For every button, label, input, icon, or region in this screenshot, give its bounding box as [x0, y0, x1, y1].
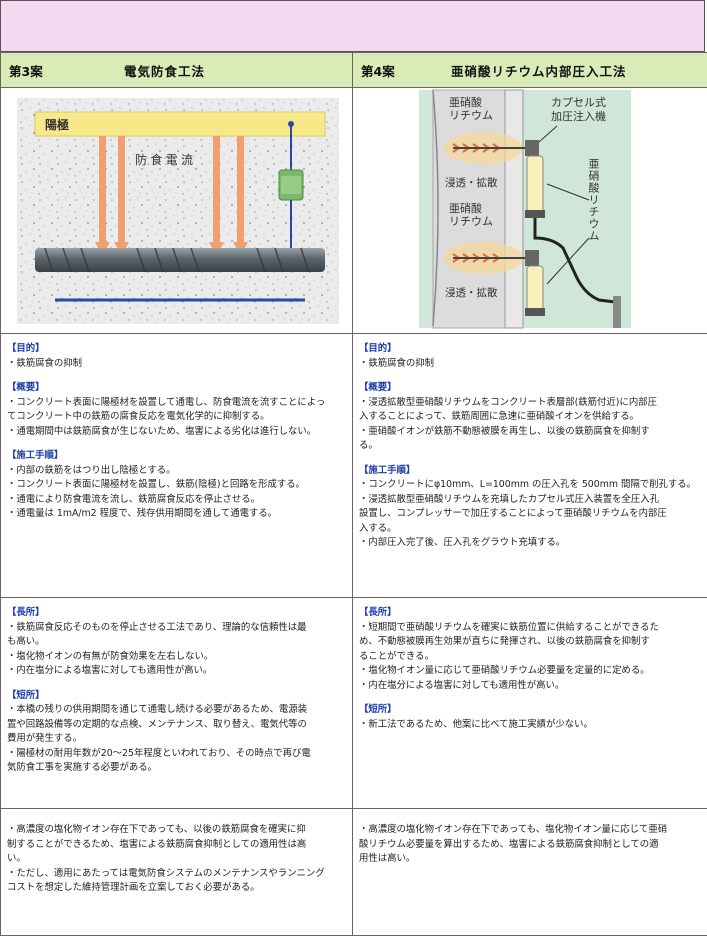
option3-figure-cell: 陽極 防 食 電 流	[1, 88, 353, 334]
option3-evaluation-line: 制することができるため、塩害による鉄筋腐食抑制としての適用性は高	[7, 838, 344, 853]
option3-pros-cons-cell: 【長所】 ・鉄筋腐食反応そのものを停止させる工法であり、理論的な信頼性は最 も高…	[1, 598, 353, 809]
option3-merits-line: も高い。	[7, 635, 344, 650]
capsule-label-1: カプセル式	[551, 96, 606, 109]
nitrite-label-1b: リチウム	[449, 109, 493, 122]
option4-merits-line: ・内在塩分による塩害に対しても適用性が高い。	[359, 679, 699, 694]
comparison-table: 第3案 電気防食工法 第4案 亜硝酸リチウム内部圧入工法	[0, 52, 707, 936]
nitrite-label-2b: リチウム	[449, 215, 493, 228]
option3-procedure-line: ・内部の鉄筋をはつり出し陰極とする。	[7, 464, 344, 479]
protection-current-label: 防 食 電 流	[135, 152, 193, 167]
option4-number: 第4案	[361, 61, 421, 80]
option3-merits-line: ・内在塩分による塩害に対しても適用性が高い。	[7, 664, 344, 679]
option4-merits-line: め、不動態被膜再生効果が直ちに発揮され、以後の鉄筋腐食を抑制す	[359, 635, 699, 650]
option3-demerits-line: 置や回路設備等の定期的な点検、メンテナンス、取り替え、電気代等の	[7, 718, 344, 733]
option3-demerits-line: ・陽極材の耐用年数が20～25年程度といわれており、その時点で再び電	[7, 747, 344, 762]
option4-purpose-line: ・鉄筋腐食の抑制	[359, 357, 699, 372]
pros-cons-row: 【長所】 ・鉄筋腐食反応そのものを停止させる工法であり、理論的な信頼性は最 も高…	[1, 598, 707, 809]
option4-overview-line: ・亜硝酸イオンが鉄筋不動態被膜を再生し、以後の鉄筋腐食を抑制す	[359, 425, 699, 440]
option4-evaluation-cell: ・高濃度の塩化物イオン存在下であっても、塩化物イオン量に応じて亜硝 酸リチウム必…	[353, 809, 707, 936]
permeation-label-1: 浸透・拡散	[445, 176, 498, 189]
option3-evaluation-line: コストを想定した維持管理計画を立案しておく必要がある。	[7, 881, 344, 896]
option3-evaluation-line: ・ただし、適用にあたっては電気防食システムのメンテナンスやランニング	[7, 867, 344, 882]
option4-procedure-label: 【施工手順】	[359, 464, 699, 479]
option4-overview-line: ・浸透拡散型亜硝酸リチウムをコンクリート表層部(鉄筋付近)に内部圧	[359, 396, 699, 411]
overview-row: 【目的】 ・鉄筋腐食の抑制 【概要】 ・コンクリート表面に陽極材を設置して通電し…	[1, 334, 707, 598]
option3-evaluation-cell: ・高濃度の塩化物イオン存在下であっても、以後の鉄筋腐食を確実に抑 制することがで…	[1, 809, 353, 936]
option4-procedure-line: 設置し、コンプレッサーで加圧することによって亜硝酸リチウムを内部圧	[359, 507, 699, 522]
option4-merits-label: 【長所】	[359, 606, 699, 621]
option4-overview-label: 【概要】	[359, 381, 699, 396]
option4-evaluation-line: ・高濃度の塩化物イオン存在下であっても、塩化物イオン量に応じて亜硝	[359, 823, 699, 838]
option3-overview-label: 【概要】	[7, 381, 344, 396]
permeation-label-2: 浸透・拡散	[445, 286, 498, 299]
option3-overview-line: てコンクリート中の鉄筋の腐食反応を電気化学的に抑制する。	[7, 410, 344, 425]
option4-overview-line: 入することによって、鉄筋周囲に急速に亜硝酸イオンを供給する。	[359, 410, 699, 425]
figure-row: 陽極 防 食 電 流	[1, 88, 707, 334]
option4-title: 亜硝酸リチウム内部圧入工法	[451, 61, 627, 80]
option3-merits-line: ・鉄筋腐食反応そのものを停止させる工法であり、理論的な信頼性は最	[7, 621, 344, 636]
option3-demerits-line: 費用が発生する。	[7, 732, 344, 747]
top-title-band	[0, 0, 705, 52]
header-row: 第3案 電気防食工法 第4案 亜硝酸リチウム内部圧入工法	[1, 53, 707, 88]
option3-evaluation-line: ・高濃度の塩化物イオン存在下であっても、以後の鉄筋腐食を確実に抑	[7, 823, 344, 838]
option4-purpose-label: 【目的】	[359, 342, 699, 357]
option3-procedure-line: ・コンクリート表面に陽極材を設置し、鉄筋(陰極)と回路を形成する。	[7, 478, 344, 493]
option3-evaluation-line: い。	[7, 852, 344, 867]
option3-merits-label: 【長所】	[7, 606, 344, 621]
option4-overview-line: る。	[359, 439, 699, 454]
anode-bar	[35, 112, 325, 136]
nitrite-label-2a: 亜硝酸	[449, 201, 482, 215]
option4-demerits-line: ・新工法であるため、他案に比べて施工実績が少ない。	[359, 718, 699, 733]
option4-demerits-label: 【短所】	[359, 703, 699, 718]
option3-header: 第3案 電気防食工法	[1, 53, 353, 88]
capsule-label-2: 加圧注入機	[551, 109, 606, 123]
option4-procedure-line: ・浸透拡散型亜硝酸リチウムを充填したカプセル式圧入装置を全圧入孔	[359, 493, 699, 508]
option4-overview-cell: 【目的】 ・鉄筋腐食の抑制 【概要】 ・浸透拡散型亜硝酸リチウムをコンクリート表…	[353, 334, 707, 598]
option3-procedure-line: ・通電により防食電流を流し、鉄筋腐食反応を停止させる。	[7, 493, 344, 508]
option3-merits-line: ・塩化物イオンの有無が防食効果を左右しない。	[7, 650, 344, 665]
option4-procedure-line: ・コンクリートにφ10mm、L=100mm の圧入孔を 500mm 間隔で削孔す…	[359, 478, 699, 493]
option3-number: 第3案	[9, 61, 69, 80]
option4-evaluation-line: 酸リチウム必要量を算出するため、塩害による鉄筋腐食抑制としての適	[359, 838, 699, 853]
option3-overview-line: ・通電期間中は鉄筋腐食が生じないため、塩害による劣化は進行しない。	[7, 425, 344, 440]
option3-overview-line: ・コンクリート表面に陽極材を設置して通電し、防食電流を流すことによっ	[7, 396, 344, 411]
cathodic-protection-diagram: 陽極 防 食 電 流	[1, 88, 351, 332]
option3-procedure-label: 【施工手順】	[7, 449, 344, 464]
option3-demerits-line: ・本橋の残りの供用期間を通じて通電し続ける必要があるため、電源装	[7, 703, 344, 718]
option4-merits-line: ることができる。	[359, 650, 699, 665]
evaluation-row: ・高濃度の塩化物イオン存在下であっても、以後の鉄筋腐食を確実に抑 制することがで…	[1, 809, 707, 936]
anode-label: 陽極	[45, 117, 69, 132]
option4-pros-cons-cell: 【長所】 ・短期間で亜硝酸リチウムを確実に鉄筋位置に供給することができるた め、…	[353, 598, 707, 809]
option4-merits-line: ・塩化物イオン量に応じて亜硝酸リチウム必要量を定量的に定める。	[359, 664, 699, 679]
option4-evaluation-line: 用性は高い。	[359, 852, 699, 867]
option3-demerits-label: 【短所】	[7, 689, 344, 704]
option4-merits-line: ・短期間で亜硝酸リチウムを確実に鉄筋位置に供給することができるた	[359, 621, 699, 636]
option3-purpose-line: ・鉄筋腐食の抑制	[7, 357, 344, 372]
option3-title: 電気防食工法	[124, 61, 205, 80]
option3-procedure-line: ・通電量は 1mA/m2 程度で、残存供用期間を通して通電する。	[7, 507, 344, 522]
option4-figure-cell: 亜硝酸 リチウム 浸透・拡散 亜硝酸 リチウム 浸透・拡散 カプセル式 加圧注入…	[353, 88, 707, 334]
lithium-nitrite-injection-diagram: 亜硝酸 リチウム 浸透・拡散 亜硝酸 リチウム 浸透・拡散 カプセル式 加圧注入…	[353, 88, 706, 332]
option3-purpose-label: 【目的】	[7, 342, 344, 357]
nitrite-label-1a: 亜硝酸	[449, 95, 482, 109]
option3-overview-cell: 【目的】 ・鉄筋腐食の抑制 【概要】 ・コンクリート表面に陽極材を設置して通電し…	[1, 334, 353, 598]
option4-procedure-line: 入する。	[359, 522, 699, 537]
option4-header: 第4案 亜硝酸リチウム内部圧入工法	[353, 53, 707, 88]
option3-demerits-line: 気防食工事を実施する必要がある。	[7, 761, 344, 776]
option4-procedure-line: ・内部圧入完了後、圧入孔をグラウト充填する。	[359, 536, 699, 551]
